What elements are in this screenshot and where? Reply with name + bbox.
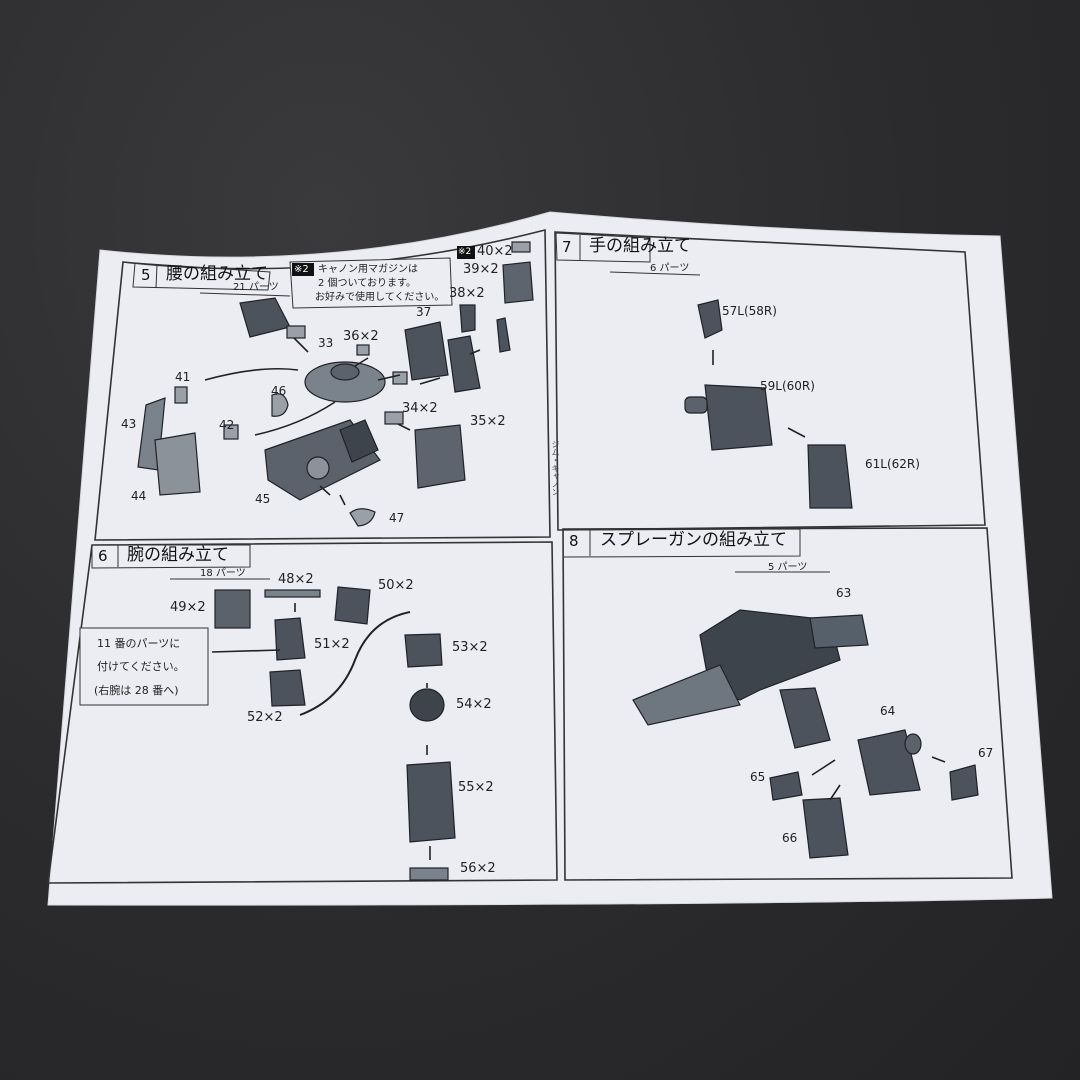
part-label-34: 34×2 [402, 401, 438, 416]
part-label-49: 49×2 [170, 600, 206, 615]
section-5-parts-count: 21 パーツ [233, 282, 279, 293]
magazine-note-line3: お好みで使用してください。 [315, 292, 445, 303]
panel-frame-8 [562, 527, 1013, 881]
part-label-33: 33 [318, 336, 334, 350]
section-8-parts-count: 5 パーツ [768, 562, 808, 573]
section-7-parts-count: 6 パーツ [650, 263, 690, 274]
part-label-45: 45 [255, 492, 271, 506]
part-label-51: 51×2 [314, 637, 350, 652]
part-label-47: 47 [389, 511, 405, 525]
part-label-50: 50×2 [378, 578, 414, 593]
note-mark: ※2 [294, 264, 309, 275]
part-label-48: 48×2 [278, 572, 314, 587]
part-label-43: 43 [121, 417, 137, 431]
part-label-63: 63 [836, 586, 852, 600]
part-label-55: 55×2 [458, 780, 494, 795]
part-label-61: 61L(62R) [865, 457, 920, 471]
panel-frame-6 [47, 541, 558, 884]
title-box-7 [555, 232, 651, 263]
panel-frame-7 [554, 231, 986, 531]
section-8-number: 8 [569, 532, 579, 550]
arm-note-line3: (右腕は 28 番へ) [94, 684, 179, 697]
part-label-52: 52×2 [247, 710, 283, 725]
section-5-title: 腰の組み立て [166, 264, 268, 284]
part-label-37: 37 [416, 305, 432, 319]
side-vertical-text: ジム・キャノン [551, 440, 560, 496]
part-label-35: 35×2 [470, 414, 506, 429]
part-label-44: 44 [131, 489, 147, 503]
part-label-39: 39×2 [463, 262, 499, 277]
title-box-6 [91, 544, 251, 569]
part-label-38: 38×2 [449, 286, 485, 301]
part-label-42: 42 [219, 418, 235, 432]
part-label-56: 56×2 [460, 861, 496, 876]
magazine-note-line2: 2 個ついております。 [318, 278, 416, 289]
note-mark-bg [292, 263, 314, 276]
part-label-41: 41 [175, 370, 191, 384]
title-box-5 [132, 262, 271, 291]
part-label-40: 40×2 [477, 244, 513, 259]
note-mark-small: ※2 [458, 247, 472, 257]
magazine-note-box [289, 257, 453, 309]
part-label-36: 36×2 [343, 329, 379, 344]
part-label-67: 67 [978, 746, 994, 760]
section-8-title: スプレーガンの組み立て [600, 530, 787, 550]
arm-note-line2: 付けてください。 [97, 660, 185, 673]
section-6-parts-count: 18 パーツ [200, 568, 246, 579]
part-label-57: 57L(58R) [722, 304, 777, 318]
magazine-note-line1: キャノン用マガジンは [318, 264, 418, 275]
part-label-54: 54×2 [456, 697, 492, 712]
section-6-number: 6 [98, 547, 108, 565]
part-label-64: 64 [880, 704, 896, 718]
note-mark-bg-small [457, 246, 475, 259]
part-label-46: 46 [271, 384, 287, 398]
section-7-number: 7 [562, 238, 572, 256]
arm-note-line1: 11 番のパーツに [97, 637, 181, 650]
part-label-53: 53×2 [452, 640, 488, 655]
part-label-66: 66 [782, 831, 798, 845]
part-label-59: 59L(60R) [760, 379, 815, 393]
title-box-8 [562, 528, 801, 558]
section-6-title: 腕の組み立て [127, 545, 229, 565]
arm-note-box [79, 627, 209, 706]
section-5-number: 5 [141, 266, 151, 284]
part-label-65: 65 [750, 770, 766, 784]
section-7-title: 手の組み立て [589, 236, 691, 256]
